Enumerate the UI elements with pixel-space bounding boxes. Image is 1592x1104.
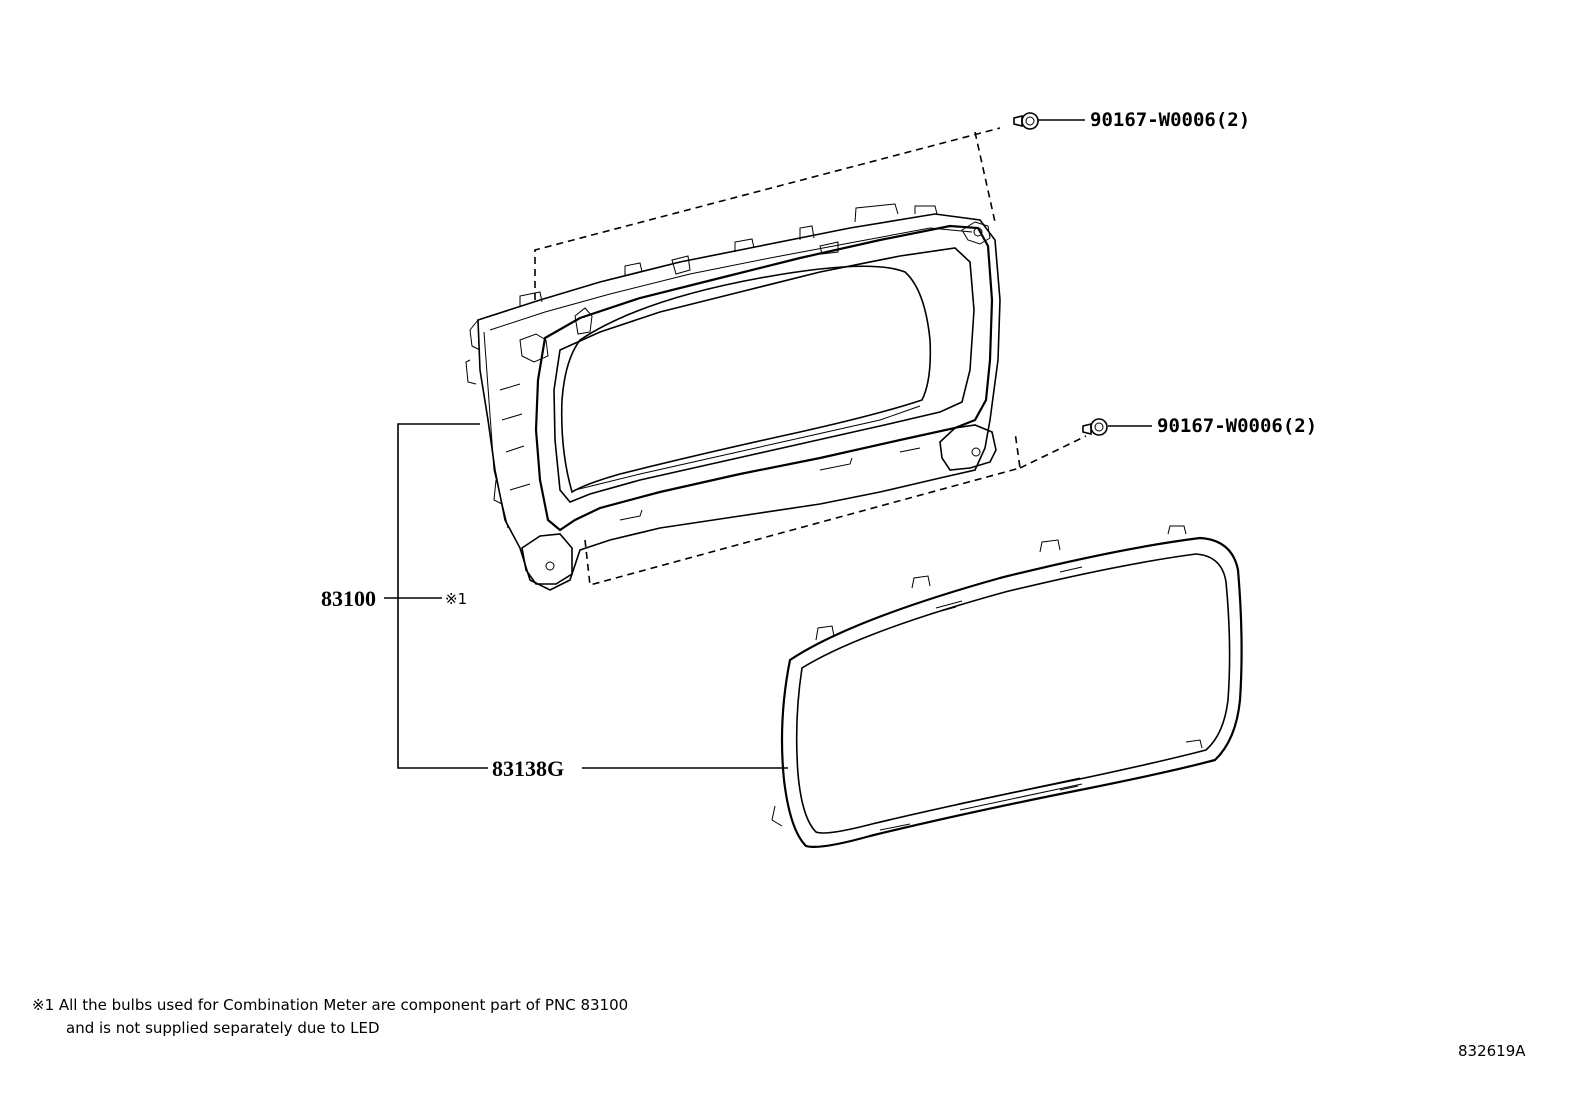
screw-lower-icon [1082,418,1108,436]
figure-id: 832619A [1458,1042,1526,1060]
callout-meter-assembly: 83100 [321,586,376,611]
callout-screw-lower: 90167-W0006(2) [1157,415,1317,437]
leader-lines [384,119,1152,769]
combination-meter-assembly [465,203,1001,591]
meter-glass [771,525,1243,848]
screw-upper-icon [1013,112,1039,130]
callout-note-ref: ※1 [445,590,467,608]
footnote-line-2: and is not supplied separately due to LE… [66,1019,380,1037]
installation-dashed-lines [534,127,1087,587]
callout-glass: 83138G [492,756,564,781]
callout-screw-upper: 90167-W0006(2) [1090,109,1250,131]
footnote-line-1: ※1 All the bulbs used for Combination Me… [32,996,628,1014]
